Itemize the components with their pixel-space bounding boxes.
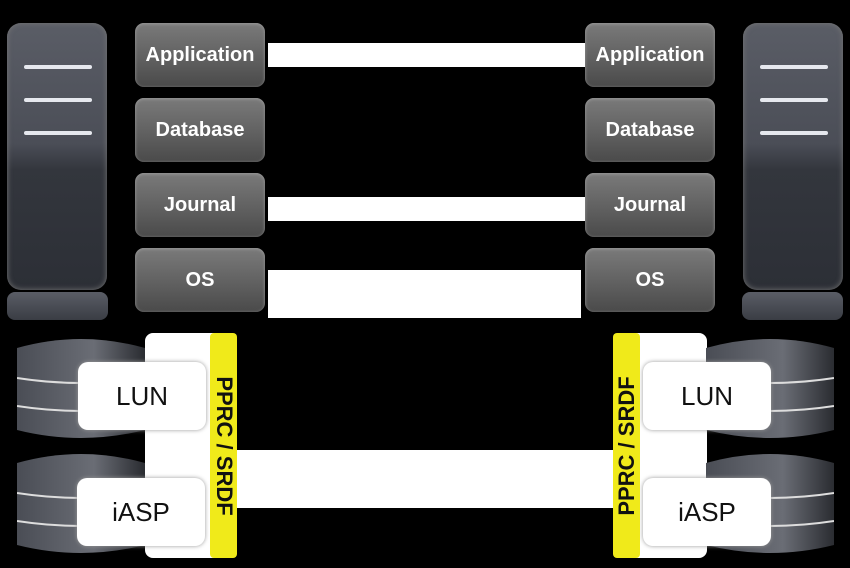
target-replication-label: PPRC / SRDF	[613, 375, 639, 516]
target-server-base	[742, 292, 843, 320]
target-layer-journal: Journal	[585, 173, 715, 237]
target-server-icon	[743, 23, 843, 290]
application-link	[268, 43, 585, 67]
target-lun: LUN	[643, 362, 771, 430]
target-layer-database: Database	[585, 98, 715, 162]
source-iasp: iASP	[77, 478, 205, 546]
source-lun: LUN	[78, 362, 206, 430]
target-layer-os: OS	[585, 248, 715, 312]
os-link	[268, 270, 581, 318]
source-layer-application: Application	[135, 23, 265, 87]
source-server-icon	[7, 23, 107, 290]
source-replication-bar: PPRC / SRDF	[210, 333, 237, 558]
source-layer-database: Database	[135, 98, 265, 162]
source-replication-label: PPRC / SRDF	[211, 375, 237, 516]
target-iasp: iASP	[643, 478, 771, 546]
journal-link	[268, 197, 585, 221]
source-server-base	[7, 292, 108, 320]
storage-link	[235, 450, 615, 508]
source-layer-journal: Journal	[135, 173, 265, 237]
source-layer-os: OS	[135, 248, 265, 312]
target-layer-application: Application	[585, 23, 715, 87]
target-replication-bar: PPRC / SRDF	[613, 333, 640, 558]
